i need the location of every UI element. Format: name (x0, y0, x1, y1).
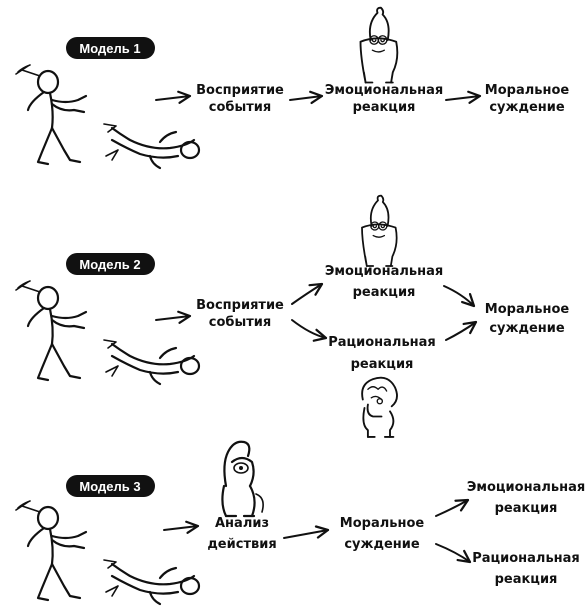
node-perception-line1: Восприятие (196, 83, 284, 98)
node-perception-line2: события (209, 100, 271, 115)
node-emotional-line2: реакция (495, 501, 558, 516)
node-rational-line1: Рациональная (472, 551, 580, 566)
thinking-creature-icon (361, 376, 398, 438)
arrow-to-perception (155, 310, 192, 324)
scene-illustration-icon (14, 63, 201, 170)
arrow-emotional-to-moral (443, 285, 476, 308)
model-1-badge-label: Модель 1 (79, 41, 140, 56)
model-3: Модель 3 Анализ действия Моральное сужде… (14, 440, 585, 606)
model-2-badge-label: Модель 2 (79, 257, 140, 272)
node-analysis-line1: Анализ (215, 516, 269, 531)
node-rational-line1: Рациональная (328, 335, 436, 350)
arrow-to-emotional (291, 282, 324, 305)
node-rational-line2: реакция (351, 357, 414, 372)
node-emotional-line1: Эмоциональная (325, 83, 443, 98)
node-emotional-line2: реакция (353, 100, 416, 115)
node-emotional-line2: реакция (353, 285, 416, 300)
scene-illustration-icon (14, 499, 201, 606)
arrow-to-perception (155, 90, 192, 104)
node-moral-line1: Моральное (485, 83, 570, 98)
model-1: Модель 1 Восприятие события Эмоциональна… (14, 6, 570, 170)
arrow-to-rational (291, 319, 328, 342)
scene-illustration-icon (14, 279, 201, 386)
node-emotional-line1: Эмоциональная (325, 264, 443, 279)
node-moral-line1: Моральное (340, 516, 425, 531)
arrow-to-moral (445, 90, 482, 104)
emotional-creature-icon (359, 6, 399, 84)
model-2-badge: Модель 2 (66, 253, 155, 275)
model-1-badge: Модель 1 (66, 37, 155, 59)
arrow-to-analysis (163, 520, 200, 534)
analyzing-creature-icon (221, 440, 265, 518)
node-perception-line1: Восприятие (196, 298, 284, 313)
node-perception-line2: события (209, 315, 271, 330)
arrow-to-rational (435, 543, 472, 564)
model-3-badge-label: Модель 3 (79, 479, 140, 494)
node-rational-line2: реакция (495, 572, 558, 587)
arrow-to-moral (283, 525, 330, 539)
node-moral-line2: суждение (489, 100, 565, 115)
node-analysis-line2: действия (207, 537, 276, 552)
model-3-badge: Модель 3 (66, 475, 155, 497)
model-2: Модель 2 Восприятие события Эмоциональна… (14, 194, 570, 438)
arrow-rational-to-moral (445, 320, 478, 341)
node-moral-line1: Моральное (485, 302, 570, 317)
node-moral-line2: суждение (344, 537, 420, 552)
node-moral-line2: суждение (489, 321, 565, 336)
emotional-creature-icon (361, 194, 398, 267)
arrow-to-emotional (435, 498, 470, 517)
node-emotional-line1: Эмоциональная (467, 480, 585, 495)
arrow-to-emotional (289, 90, 324, 105)
